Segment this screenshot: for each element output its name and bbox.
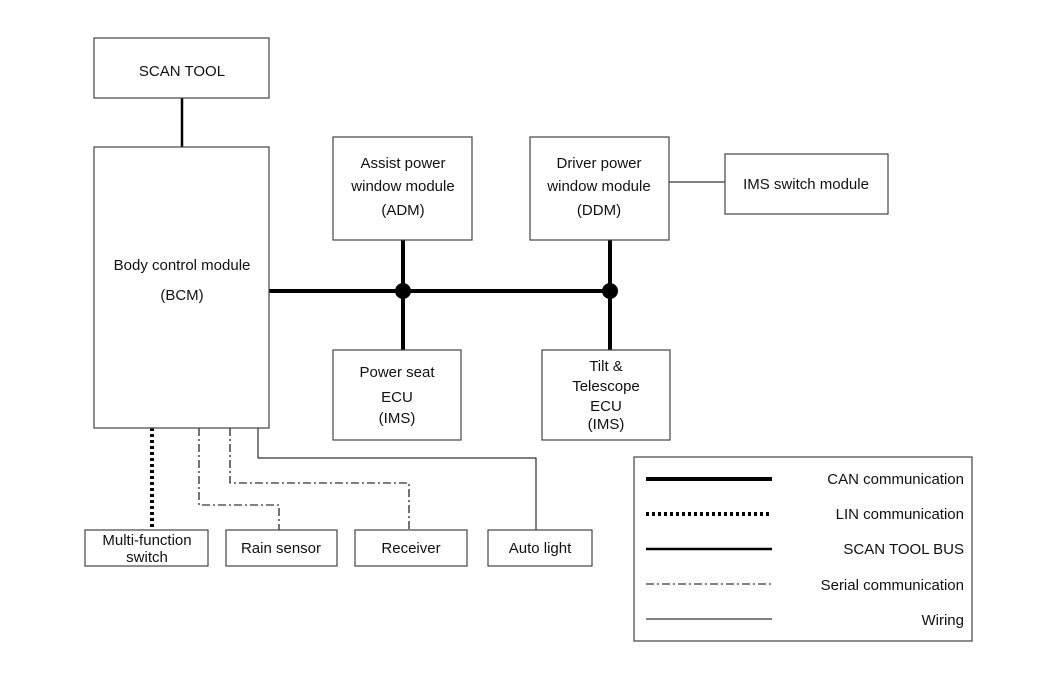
ddm-label-line3: (DDM) <box>577 202 621 219</box>
legend-lin-label: LIN communication <box>836 506 964 523</box>
tilt-label-line3: ECU <box>590 398 622 415</box>
tilt-label-line4: (IMS) <box>588 416 625 433</box>
mfs-label-line2: switch <box>126 549 168 566</box>
ddm-label-line1: Driver power <box>556 155 641 172</box>
power-seat-label-line3: (IMS) <box>379 410 416 427</box>
mfs-label-line1: Multi-function <box>102 532 191 549</box>
legend-scan-tool-bus-label: SCAN TOOL BUS <box>843 541 964 558</box>
serial-receiver-line <box>229 428 410 530</box>
bcm-label-line2: (BCM) <box>160 287 203 304</box>
bcm-label-line1: Body control module <box>114 257 251 274</box>
adm-label-line2: window module <box>350 178 454 195</box>
auto-light-box: Auto light <box>487 529 593 567</box>
serial-rain-sensor-line <box>198 428 280 530</box>
ddm-box: Driver power window module (DDM) <box>529 136 670 241</box>
power-seat-label-line2: ECU <box>381 389 413 406</box>
power-seat-ecu-box: Power seat ECU (IMS) <box>332 349 462 441</box>
ims-switch-module-box: IMS switch module <box>724 153 889 215</box>
adm-label-line1: Assist power <box>360 155 445 172</box>
tilt-telescope-ecu-box: Tilt & Telescope ECU (IMS) <box>541 349 671 441</box>
multi-function-switch-box: Multi-function switch <box>84 529 209 567</box>
ddm-label-line2: window module <box>546 178 650 195</box>
bcm-box: Body control module (BCM) <box>93 146 270 429</box>
adm-label-line3: (ADM) <box>381 202 424 219</box>
wiring-auto-light-line <box>257 428 537 530</box>
scan-tool-label: SCAN TOOL <box>139 63 225 80</box>
connections <box>150 98 725 530</box>
receiver-box: Receiver <box>354 529 468 567</box>
legend-serial-label: Serial communication <box>821 577 964 594</box>
rain-sensor-label: Rain sensor <box>241 540 321 557</box>
tilt-label-line1: Tilt & <box>589 358 623 375</box>
receiver-label: Receiver <box>381 540 440 557</box>
power-seat-label-line1: Power seat <box>359 364 435 381</box>
auto-light-label: Auto light <box>509 540 572 557</box>
legend-can-label: CAN communication <box>827 471 964 488</box>
can-junction-node <box>395 283 411 299</box>
can-junction-node <box>602 283 618 299</box>
tilt-label-line2: Telescope <box>572 378 640 395</box>
scan-tool-box: SCAN TOOL <box>93 37 270 99</box>
adm-box: Assist power window module (ADM) <box>332 136 473 241</box>
legend-wiring-label: Wiring <box>921 612 964 629</box>
ims-switch-module-label: IMS switch module <box>743 176 869 193</box>
legend: CAN communication LIN communication SCAN… <box>633 456 973 642</box>
rain-sensor-box: Rain sensor <box>225 529 338 567</box>
